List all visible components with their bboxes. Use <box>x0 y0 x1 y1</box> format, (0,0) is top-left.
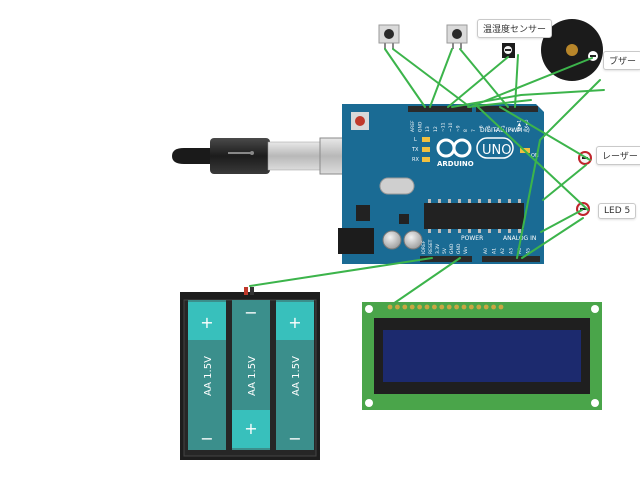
pin-label: ~5 <box>486 125 492 132</box>
battery-terminal-bottom: − <box>200 429 213 448</box>
analog-label: ANALOG IN <box>503 235 536 242</box>
arduino-uno-board[interactable]: ARDUINO UNO DIGITAL (PWM~) POWER ANALOG … <box>338 104 544 264</box>
lcd-pins <box>387 304 504 310</box>
battery-cell: − + AA 1.5V <box>232 300 270 450</box>
battery-terminal-bottom: + <box>244 419 257 438</box>
pin-label: A1 <box>492 248 498 254</box>
lcd-pin <box>483 304 489 310</box>
pin-label: IOREF <box>421 240 427 254</box>
pin-label: A0 <box>483 248 489 254</box>
lcd-pin <box>454 304 459 310</box>
pin-label: Vin <box>463 247 469 254</box>
pin-label: ~10 <box>448 122 454 132</box>
push-button-1[interactable] <box>378 24 400 49</box>
pin-label: GND <box>449 243 455 254</box>
pin-label: GND <box>418 121 424 132</box>
battery-cell: + − AA 1.5V <box>276 300 314 450</box>
power-jack[interactable] <box>338 228 374 254</box>
battery-terminal-top: − <box>244 303 257 322</box>
wires[interactable] <box>249 48 605 307</box>
lcd-pin <box>491 304 496 310</box>
pin-label: GND <box>456 243 462 254</box>
pin-label: RESET <box>428 239 434 254</box>
pin-label: 2 <box>509 129 515 132</box>
pin-label: A5 <box>526 248 532 254</box>
pin-label: ~9 <box>456 125 462 132</box>
pin-label: RX◀0 <box>524 119 530 132</box>
pin-label: 7 <box>471 129 477 132</box>
lcd-pin <box>469 304 474 310</box>
pin-label: 13 <box>425 126 431 132</box>
lcd-pin <box>446 304 452 310</box>
digital-label: DIGITAL (PWM~) <box>480 127 530 134</box>
usb-cable[interactable] <box>172 138 321 174</box>
battery-terminal-top: + <box>288 313 301 332</box>
pin-label: ~6 <box>478 125 484 132</box>
lcd-pin <box>395 304 400 310</box>
lcd-pin <box>409 304 415 310</box>
lcd-screen <box>383 330 581 382</box>
crystal <box>379 177 415 195</box>
pin-label: TX▶1 <box>516 120 522 133</box>
pin-label: A3 <box>509 248 515 254</box>
lcd-pin <box>432 304 437 310</box>
battery-cell-label: AA 1.5V <box>291 356 302 396</box>
temp-humidity-sensor[interactable] <box>502 43 515 58</box>
led-l-label: L <box>414 137 417 143</box>
on-label: ON <box>531 153 539 159</box>
battery-cells: + − AA 1.5V − + AA 1.5V + − AA 1.5V <box>188 300 314 450</box>
laser-label[interactable]: レーザー <box>596 146 640 165</box>
arduino-model: UNO <box>482 143 511 158</box>
lcd-pin <box>461 304 467 310</box>
pin-label: 12 <box>433 126 439 132</box>
lcd-pin <box>387 304 393 310</box>
lcd-pin <box>417 304 422 310</box>
lcd-pin <box>476 304 482 310</box>
battery-cell: + − AA 1.5V <box>188 300 226 450</box>
capacitor <box>382 230 402 250</box>
capacitor <box>403 230 423 250</box>
led5-label[interactable]: LED 5 <box>598 203 637 219</box>
push-button-2[interactable] <box>446 24 468 49</box>
lcd-16x2[interactable] <box>362 302 602 410</box>
lcd-pin <box>424 304 430 310</box>
arduino-brand: ARDUINO <box>437 160 474 168</box>
led-rx-label: RX <box>412 157 419 163</box>
pin-label: ~3 <box>501 125 507 132</box>
atmega-chip <box>424 203 524 229</box>
power-label: POWER <box>461 235 483 242</box>
lcd-pin <box>498 304 504 310</box>
buzzer-label[interactable]: ブザー <box>603 51 640 70</box>
battery-cell-label: AA 1.5V <box>247 356 258 396</box>
pin-label: 8 <box>463 129 469 132</box>
led-tx-label: TX <box>411 147 419 153</box>
pin-label: ~11 <box>440 122 446 132</box>
battery-cell-label: AA 1.5V <box>203 356 214 396</box>
pin-label: AREF <box>410 120 416 132</box>
pin-label: 4 <box>494 129 500 132</box>
battery-terminal-bottom: − <box>288 429 301 448</box>
pin-label: A4 <box>517 248 523 254</box>
pin-label: 5V <box>442 247 448 254</box>
lcd-pin <box>402 304 408 310</box>
battery-terminal-top: + <box>200 313 213 332</box>
pin-label: 3.3V <box>435 243 441 254</box>
pin-label: A2 <box>500 248 506 254</box>
temp-sensor-label[interactable]: 温湿度センサー <box>477 19 553 38</box>
lcd-pin <box>439 304 445 310</box>
arduino-logo <box>436 138 472 158</box>
